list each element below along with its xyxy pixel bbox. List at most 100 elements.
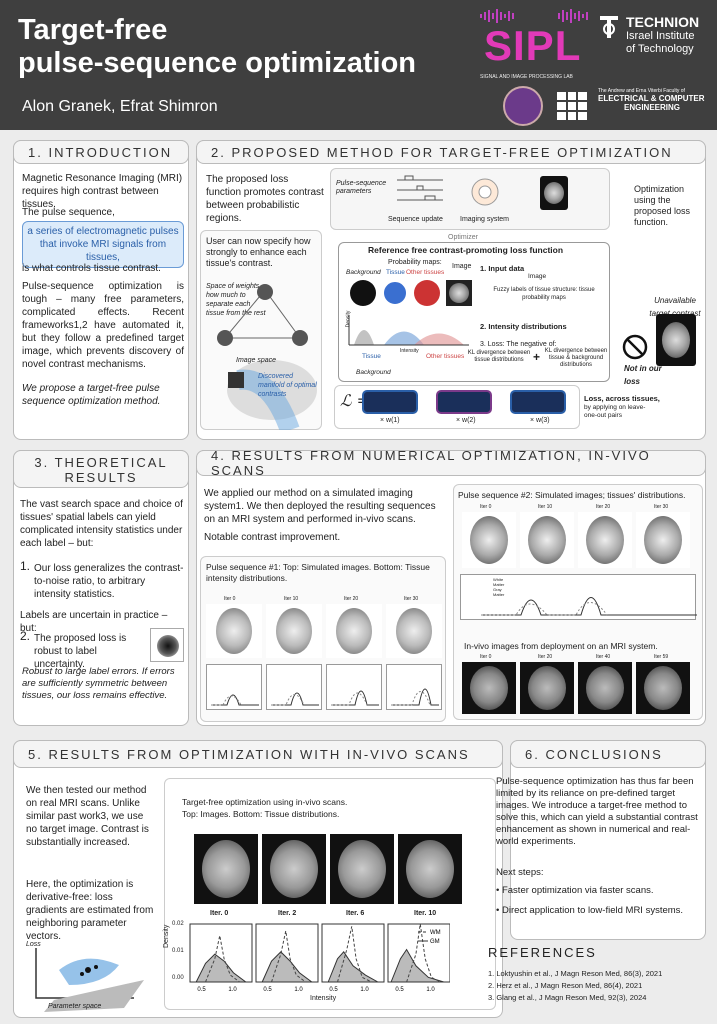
seq-update: Sequence update (388, 216, 443, 223)
section-3-heading-1: 3. THEORETICAL (34, 455, 168, 470)
theory-p3: Robust to large label errors. If errors … (22, 666, 175, 701)
title-line-2: pulse-sequence optimization (18, 47, 416, 79)
ps2-iter-label: Iter 30 (654, 504, 669, 510)
ps1-iter-label: Iter 20 (344, 596, 359, 602)
invivo-iter-label: Iter 59 (654, 654, 669, 660)
invivo-p2: Here, the optimization is derivative-fre… (26, 879, 154, 942)
bg-label: Background (346, 269, 381, 276)
space-of-weights: Space of weights – how much to separate … (206, 283, 266, 317)
step-1: 1. Input data (480, 264, 525, 273)
fig-title-1: Target-free optimization using in-vivo s… (182, 797, 348, 807)
bg-node: Background (356, 369, 391, 376)
s5-density-label: Density (163, 924, 170, 948)
ps2-caption: Pulse sequence #2: Simulated images; tis… (458, 490, 686, 500)
section-conclusions (510, 740, 706, 940)
legend-label: GM (430, 939, 440, 945)
s5-iter-label: Iter. 10 (414, 910, 437, 917)
weight-space-diagram (217, 284, 317, 430)
brain (270, 840, 318, 898)
input-image (446, 280, 472, 306)
ps1-dist-plot (326, 664, 382, 710)
invivo-brain-image (636, 662, 690, 714)
x-tick-label: 0.5 (197, 987, 206, 993)
brain (470, 666, 508, 710)
ps1-brain-image (326, 604, 382, 658)
target-image (656, 314, 696, 366)
brain (644, 666, 682, 710)
wm-series (337, 926, 372, 983)
ps2-plot-svg (481, 597, 697, 616)
x-tick-label: 1.0 (360, 987, 369, 993)
method-intro: The proposed loss function promotes cont… (206, 174, 324, 224)
x-tick-label: 1.0 (294, 987, 303, 993)
brain (216, 608, 252, 654)
title-line-1: Target-free (18, 14, 168, 46)
kl-1: KL divergence between tissue distributio… (467, 350, 531, 363)
ece-big1: ELECTRICAL & COMPUTER (598, 94, 705, 103)
ps2-wm: White Matter (493, 577, 505, 587)
technion-sub2: of Technology (626, 43, 694, 55)
loss-across-2: by applying on leave-one-out pairs (584, 404, 646, 419)
ps-params: Pulse-sequence parameters (336, 180, 387, 195)
ps2-brain-image (520, 512, 574, 568)
param-space-label: Parameter space (48, 1003, 102, 1010)
brain (586, 516, 624, 564)
density-label: Density (345, 310, 352, 328)
brain (336, 608, 372, 654)
ps1-dist-svg (331, 690, 379, 706)
ps2-iter-label: Iter 20 (596, 504, 611, 510)
s5-intensity-label: Intensity (310, 995, 337, 1002)
ps2-brain-image (578, 512, 632, 568)
ps1-dist-plot (386, 664, 442, 710)
other-label: Other tissues (406, 269, 445, 276)
ps1-dist-svg (391, 688, 439, 706)
section-6-heading: 6. CONCLUSIONS (510, 740, 706, 768)
optimization-text: Optimization using the proposed loss fun… (634, 184, 691, 227)
ps1-brain-image (266, 604, 322, 658)
y-tick-label: 0.01 (172, 948, 184, 954)
sipl-wordmark: SIPL (484, 22, 582, 69)
x-tick-label: 1.0 (228, 987, 237, 993)
ps1-dist-plot (206, 664, 262, 710)
prob-map-tissue (382, 280, 408, 306)
prohibited-icon (622, 334, 648, 360)
brain (406, 840, 454, 898)
ref-title: Reference free contrast-promoting loss f… (368, 245, 564, 255)
section-theory (13, 450, 189, 726)
ps2-brain-image (462, 512, 516, 568)
intensity-dist-plot (348, 315, 469, 346)
derivative-free-diagram (35, 948, 144, 1012)
section-4-heading: 4. RESULTS FROM NUMERICAL OPTIMIZATION, … (196, 448, 706, 478)
ece-big2: ENGINEERING (624, 103, 681, 112)
ref-2: 2. Herz et al., J Magn Reson Med, 86(4),… (488, 981, 643, 990)
step-1a: Image (528, 273, 547, 280)
weight-3: × w(3) (530, 417, 550, 424)
intro-highlight: a series of electromagnetic pulses that … (22, 221, 184, 268)
authors: Alon Granek, Efrat Shimron (22, 98, 218, 115)
technion-logo: TECHNION Israel Institute of Technology (598, 14, 699, 56)
brain (202, 840, 250, 898)
step-1b: Fuzzy labels of tissue structure: tissue… (493, 287, 595, 301)
section-3-heading-2: RESULTS (64, 470, 138, 485)
intro-p1: Magnetic Resonance Imaging (MRI) require… (22, 172, 184, 211)
ps1-dist-svg (211, 694, 259, 706)
x-tick-label: 0.5 (263, 987, 272, 993)
mri-scanner-icon (471, 178, 499, 206)
theory-p1: The vast search space and choice of tiss… (20, 499, 183, 549)
prob-maps: Probability maps: (388, 259, 442, 266)
invivo-brain-image (462, 662, 516, 714)
s5-brain-image (398, 834, 462, 904)
section-2-heading: 2. PROPOSED METHOD FOR TARGET-FREE OPTIM… (196, 140, 706, 164)
brain (338, 840, 386, 898)
ps1-brain-image (386, 604, 442, 658)
label-uncertainty-image (150, 628, 184, 662)
gm-series (327, 951, 380, 983)
step-3: 3. Loss: The negative of: (480, 341, 557, 348)
ps1-brain-image (206, 604, 262, 658)
step-2: 2. Intensity distributions (480, 322, 567, 331)
brain (644, 516, 682, 564)
ai-lab-logo (503, 86, 543, 126)
sipl-subtitle: SIGNAL AND IMAGE PROCESSING LAB (480, 74, 573, 80)
